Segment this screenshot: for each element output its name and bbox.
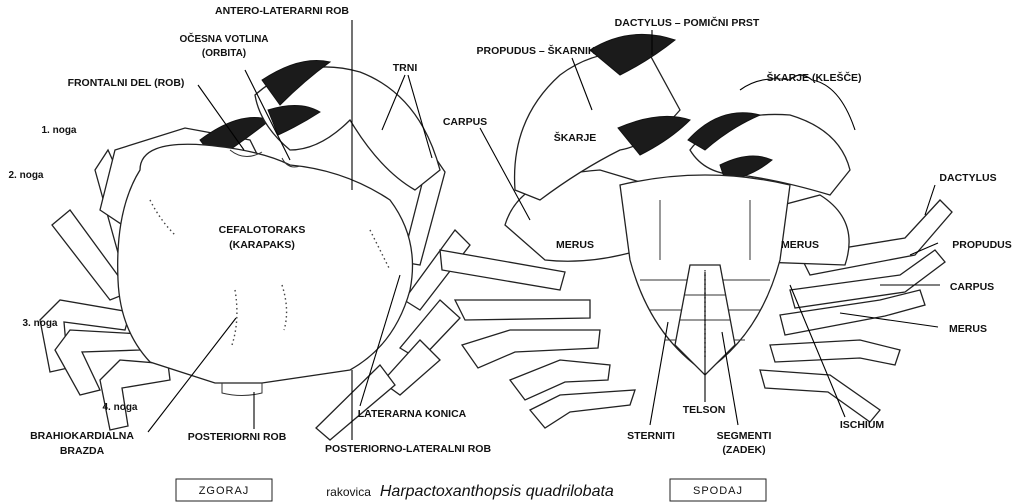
label-antero-lateral-edge: ANTERO-LATERARNI ROB: [215, 5, 349, 17]
label-merus-left: MERUS: [556, 239, 594, 251]
label-merus: MERUS: [949, 323, 987, 335]
caption-species: Harpactoxanthopsis quadrilobata: [380, 483, 614, 500]
label-sterniti: STERNITI: [627, 430, 675, 442]
label-branchiocardiac-groove-line1: BRAHIOKARDIALNA: [30, 430, 134, 442]
label-claws: ŠKARJE (KLEŠČE): [766, 71, 861, 84]
label-carpus: CARPUS: [950, 281, 994, 293]
label-dactylus: DACTYLUS: [939, 172, 996, 184]
label-telson: TELSON: [683, 404, 726, 416]
ventral-crab-illustration: [440, 34, 952, 428]
label-skarje: ŠKARJE: [554, 131, 597, 144]
label-frontal-edge: FRONTALNI DEL (ROB): [68, 77, 185, 89]
label-leg-1: 1. noga: [41, 125, 76, 136]
label-carapace-line2: (KARAPAKS): [229, 239, 295, 251]
box-top-view-label: ZGORAJ: [199, 485, 250, 497]
label-postero-lateral-edge: POSTERIORNO-LATERALNI ROB: [325, 443, 491, 455]
box-bottom-view-label: SPODAJ: [693, 485, 743, 497]
label-dactylus-claw: DACTYLUS – POMIČNI PRST: [615, 16, 760, 29]
species-caption: rakovica Harpactoxanthopsis quadrilobata: [326, 483, 614, 500]
label-segments-line1: SEGMENTI: [717, 430, 772, 442]
label-leg-3: 3. noga: [22, 318, 57, 329]
label-orbit-line1: OČESNA VOTLINA: [179, 32, 268, 45]
label-merus-right: MERUS: [781, 239, 819, 251]
caption-prefix: rakovica: [326, 485, 371, 499]
label-segments-line2: (ZADEK): [722, 444, 765, 456]
label-spines: TRNI: [393, 62, 418, 74]
label-carapace-line1: CEFALOTORAKS: [219, 224, 306, 236]
label-leg-2: 2. noga: [8, 170, 43, 181]
label-orbit-line2: (ORBITA): [202, 48, 246, 59]
label-branchiocardiac-groove-line2: BRAZDA: [60, 445, 105, 457]
label-carpus-claw: CARPUS: [443, 116, 487, 128]
label-posterior-edge: POSTERIORNI ROB: [188, 431, 287, 443]
label-lateral-spine: LATERARNA KONICA: [358, 408, 467, 420]
label-propudus-claw: PROPUDUS – ŠKARNIK: [476, 44, 595, 57]
label-propudus: PROPUDUS: [952, 239, 1012, 251]
label-ischium: ISCHIUM: [840, 419, 885, 431]
footer: ZGORAJ SPODAJ rakovica Harpactoxanthopsi…: [176, 479, 766, 501]
label-leg-4: 4. noga: [102, 402, 137, 413]
